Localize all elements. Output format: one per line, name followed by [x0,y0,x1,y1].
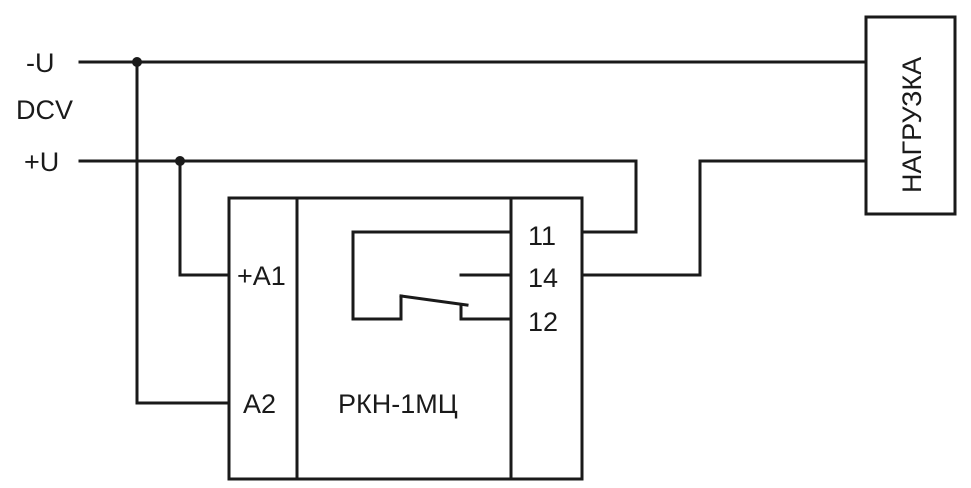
dcv-label: DCV [16,95,73,125]
terminal-14-label: 14 [528,263,558,293]
terminal-12-label: 12 [528,307,558,337]
relay-housing [227,196,584,481]
terminal-14-load-wire [580,159,868,277]
terminal-11-feed-wire [580,159,638,234]
contact-lever [399,294,469,307]
a2-feed-wire [135,60,231,405]
contact-nc-wire [459,303,513,321]
terminal-a1-label: +A1 [237,261,286,291]
load-label: НАГРУЗКА [897,57,927,193]
plus-supply-label: +U [24,147,59,177]
relay-name-label: РКН-1МЦ [338,389,458,419]
contact-common-wire [351,230,513,321]
terminal-a2-label: A2 [243,389,276,419]
load-box [864,15,957,216]
terminal-11-label: 11 [528,221,556,251]
a1-feed-wire [178,159,231,277]
minus-supply-label: -U [26,48,55,78]
